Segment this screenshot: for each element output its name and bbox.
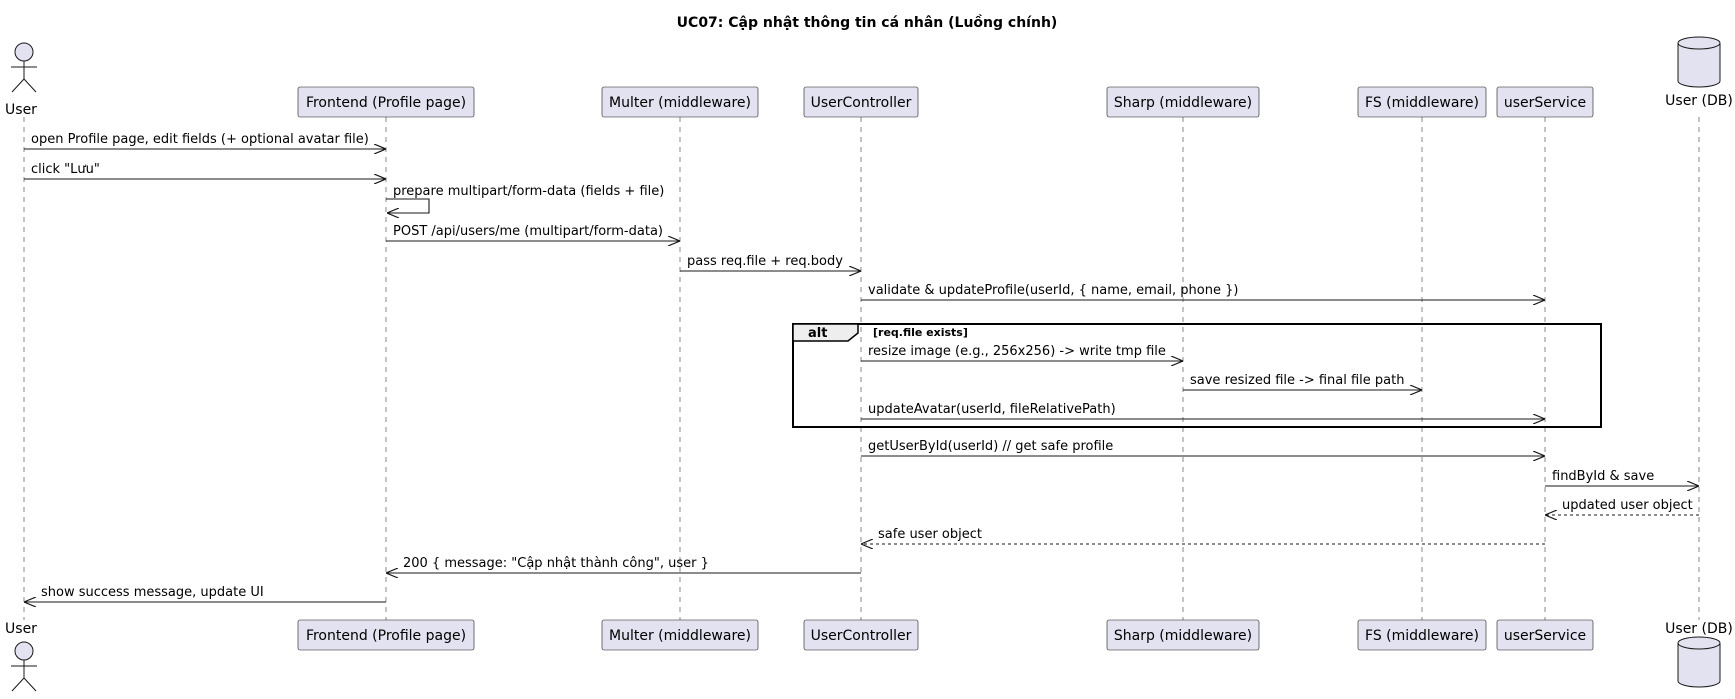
message-13: safe user object (862, 527, 1545, 544)
alt-tab (792, 323, 859, 342)
database-icon (1677, 636, 1721, 688)
participant-box (601, 86, 759, 118)
message-label: POST /api/users/me (multipart/form-data) (393, 224, 663, 239)
message-label: pass req.file + req.body (687, 254, 843, 269)
participant-db-top: User (DB) (1665, 36, 1733, 109)
participant-box (1106, 619, 1260, 651)
message-label: resize image (e.g., 256x256) -> write tm… (868, 344, 1166, 359)
participant-controller-bottom: UserController (803, 619, 919, 651)
participant-box (1357, 86, 1487, 118)
message-8: save resized file -> final file path (1183, 373, 1421, 390)
database-icon (1677, 36, 1721, 88)
participant-fs-top: FS (middleware) (1357, 86, 1487, 118)
participant-label: UserController (811, 628, 912, 644)
participant-box (1496, 86, 1594, 118)
message-2: click "Lưu" (24, 162, 385, 179)
participant-label: Sharp (middleware) (1114, 95, 1252, 111)
participant-box (803, 86, 919, 118)
lifelines (23, 117, 1700, 620)
participants-bottom: User Frontend (Profile page) Multer (middl… (5, 619, 1733, 692)
actor-body (11, 61, 37, 93)
message-15: show success message, update UI (25, 585, 386, 602)
participant-label: User (5, 102, 37, 118)
message-label: save resized file -> final file path (1190, 373, 1404, 388)
participant-label: Frontend (Profile page) (306, 95, 466, 111)
participant-label: FS (middleware) (1365, 628, 1479, 644)
message-6: validate & updateProfile(userId, { name,… (861, 283, 1544, 300)
message-label: open Profile page, edit fields (+ option… (31, 132, 369, 147)
participant-db-bottom: User (DB) (1665, 621, 1733, 688)
participant-box (1357, 619, 1487, 651)
participant-label: Frontend (Profile page) (306, 628, 466, 644)
message-3: prepare multipart/form-data (fields + fi… (386, 184, 664, 213)
message-label: 200 { message: "Cập nhật thành công", us… (403, 556, 709, 571)
alt-frame (792, 323, 1602, 428)
message-12: updated user object (1546, 498, 1699, 515)
participant-frontend-top: Frontend (Profile page) (297, 86, 475, 118)
message-7: resize image (e.g., 256x256) -> write tm… (861, 344, 1182, 361)
database-rim (1677, 642, 1721, 650)
message-label: click "Lưu" (31, 162, 100, 177)
message-5: pass req.file + req.body (680, 254, 860, 271)
message-4: POST /api/users/me (multipart/form-data) (386, 224, 679, 241)
participant-frontend-bottom: Frontend (Profile page) (297, 619, 475, 651)
participant-label: User (DB) (1665, 93, 1733, 109)
message-11: findById & save (1545, 469, 1698, 486)
message-label: prepare multipart/form-data (fields + fi… (393, 184, 664, 199)
messages: open Profile page, edit fields (+ option… (24, 132, 1699, 602)
participant-multer-bottom: Multer (middleware) (601, 619, 759, 651)
message-label: getUserById(userId) // get safe profile (868, 439, 1113, 454)
participant-controller-top: UserController (803, 86, 919, 118)
participant-box (297, 619, 475, 651)
database-rim (1677, 42, 1721, 50)
participant-label: userService (1504, 628, 1586, 644)
participant-fs-bottom: FS (middleware) (1357, 619, 1487, 651)
alt-guard: [req.file exists] (873, 326, 968, 339)
message-arrow (386, 198, 430, 213)
actor-head (14, 42, 34, 62)
participant-label: Multer (middleware) (609, 628, 751, 644)
participant-user-top: User (5, 42, 37, 118)
message-label: safe user object (878, 527, 982, 542)
participant-multer-top: Multer (middleware) (601, 86, 759, 118)
participant-box (601, 619, 759, 651)
alt-operator: alt (808, 326, 827, 341)
participant-box (297, 86, 475, 118)
participant-label: userService (1504, 95, 1586, 111)
participant-user-bottom: User (5, 621, 37, 692)
participant-label: FS (middleware) (1365, 95, 1479, 111)
message-label: updated user object (1562, 498, 1693, 513)
participant-label: User (DB) (1665, 621, 1733, 637)
participant-service-top: userService (1496, 86, 1594, 118)
participant-box (1106, 86, 1260, 118)
actor-body (11, 660, 37, 692)
message-label: validate & updateProfile(userId, { name,… (868, 283, 1238, 298)
message-label: updateAvatar(userId, fileRelativePath) (868, 402, 1116, 417)
participant-sharp-bottom: Sharp (middleware) (1106, 619, 1260, 651)
message-9: updateAvatar(userId, fileRelativePath) (861, 402, 1544, 419)
alt-fragment: alt [req.file exists] (792, 323, 1602, 428)
diagram-title: UC07: Cập nhật thông tin cá nhân (Luồng … (677, 14, 1058, 31)
participant-box (803, 619, 919, 651)
participant-box (1496, 619, 1594, 651)
message-label: findById & save (1552, 469, 1654, 484)
participant-label: User (5, 621, 37, 637)
actor-head (14, 641, 34, 661)
message-14: 200 { message: "Cập nhật thành công", us… (387, 556, 861, 573)
message-1: open Profile page, edit fields (+ option… (24, 132, 385, 149)
message-10: getUserById(userId) // get safe profile (861, 439, 1544, 456)
participant-label: Multer (middleware) (609, 95, 751, 111)
participant-label: UserController (811, 95, 912, 111)
message-label: show success message, update UI (41, 585, 264, 600)
participant-sharp-top: Sharp (middleware) (1106, 86, 1260, 118)
participant-label: Sharp (middleware) (1114, 628, 1252, 644)
participants-top: User Frontend (Profile page) Multer (middl… (5, 36, 1733, 118)
participant-service-bottom: userService (1496, 619, 1594, 651)
